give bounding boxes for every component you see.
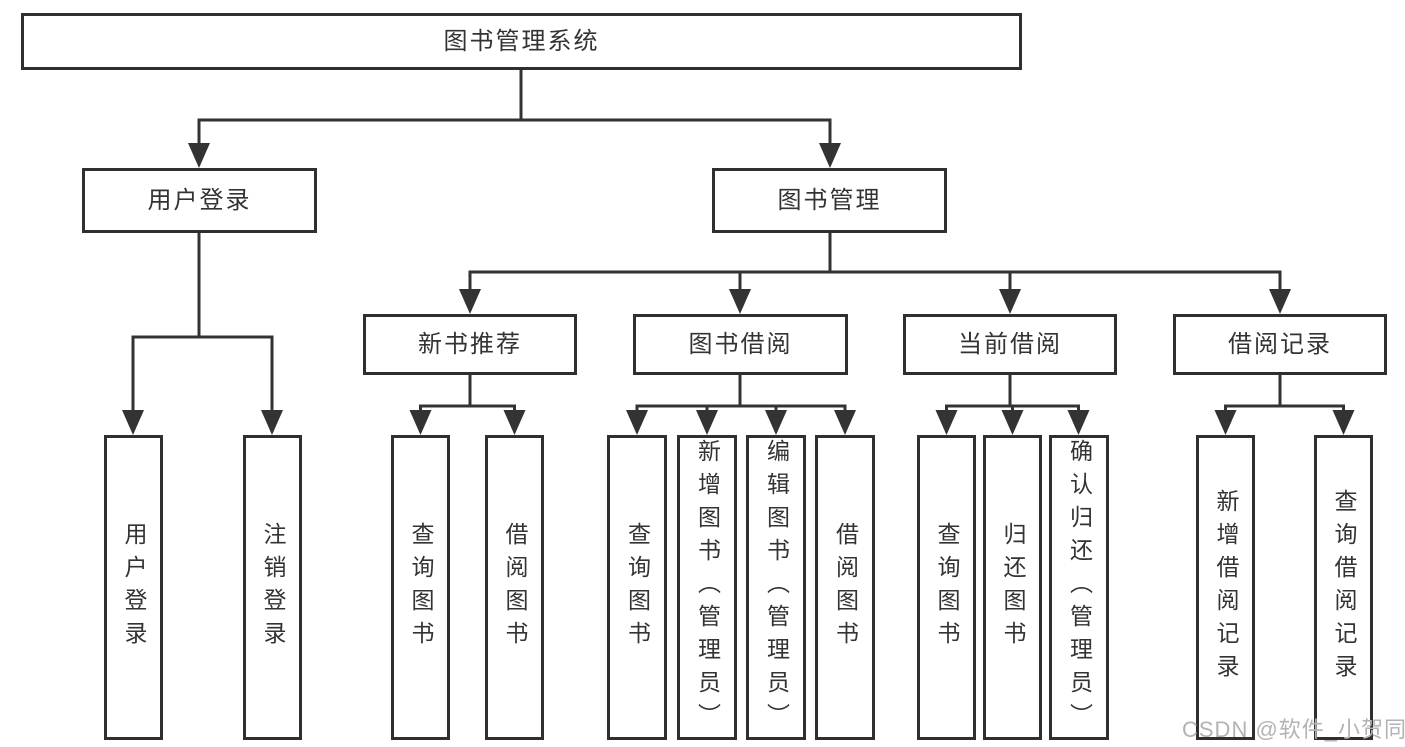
leaf-borrow-edit-books-admin: 编辑图书（管理员） bbox=[746, 435, 806, 740]
watermark: CSDN @软件_小贺同学 bbox=[1182, 717, 1405, 742]
node-book-management: 图书管理 bbox=[712, 168, 947, 233]
leaf-borrow-query-books: 查询图书 bbox=[607, 435, 667, 740]
leaf-borrow-borrow-books: 借阅图书 bbox=[815, 435, 875, 740]
leaf-borrow-add-books-admin: 新增图书（管理员） bbox=[677, 435, 737, 740]
leaf-current-query-books: 查询图书 bbox=[917, 435, 976, 740]
leaf-current-confirm-return-admin: 确认归还（管理员） bbox=[1049, 435, 1109, 740]
leaf-records-add-record: 新增借阅记录 bbox=[1196, 435, 1255, 740]
leaf-user-login: 用户登录 bbox=[104, 435, 163, 740]
node-user-login: 用户登录 bbox=[82, 168, 317, 233]
node-new-book-recommendation: 新书推荐 bbox=[363, 314, 577, 375]
leaf-recommend-query-books: 查询图书 bbox=[391, 435, 450, 740]
node-book-borrowing: 图书借阅 bbox=[633, 314, 848, 375]
leaf-current-return-books: 归还图书 bbox=[983, 435, 1042, 740]
node-library-management-system: 图书管理系统 bbox=[21, 13, 1022, 70]
leaf-records-query-record: 查询借阅记录 bbox=[1314, 435, 1373, 740]
leaf-logout: 注销登录 bbox=[243, 435, 302, 740]
node-borrowing-records: 借阅记录 bbox=[1173, 314, 1387, 375]
node-current-borrowing: 当前借阅 bbox=[903, 314, 1117, 375]
leaf-recommend-borrow-books: 借阅图书 bbox=[485, 435, 544, 740]
